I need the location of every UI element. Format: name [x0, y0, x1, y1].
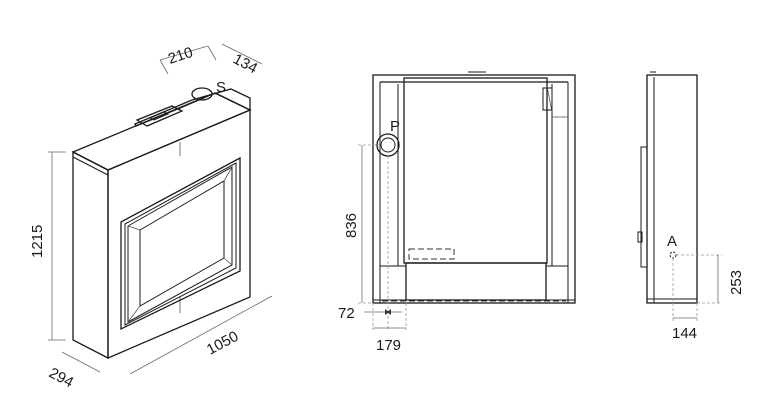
front-inner-panel — [403, 77, 548, 264]
front-view: P 836 72 179 — [338, 71, 576, 354]
dim-179-label: 179 — [376, 337, 401, 354]
dim-144-label: 144 — [672, 325, 697, 342]
dim-width-line — [129, 295, 273, 375]
dim-top-width-line — [159, 45, 209, 61]
iso-top-vent — [135, 105, 184, 127]
iso-top-face — [71, 92, 252, 171]
dim-top-depth-line — [221, 43, 263, 65]
dim-72-label: 72 — [338, 305, 355, 322]
front-hidden-duct — [408, 248, 455, 260]
dim-top-width-label: 210 — [166, 44, 195, 68]
dim-width-label: 1050 — [204, 328, 241, 359]
iso-left-side — [72, 150, 109, 360]
dim-depth-label: 294 — [46, 365, 76, 392]
dim-253-label: 253 — [728, 270, 745, 295]
dim-height-label: 1215 — [29, 225, 46, 258]
inlet-a-circle — [669, 251, 677, 259]
pipe-p-label: P — [390, 118, 400, 135]
side-view: A 253 144 — [637, 71, 745, 342]
iso-top-vent-slot — [148, 111, 170, 121]
front-outer-frame — [372, 74, 576, 304]
side-door-profile — [640, 146, 648, 268]
dim-836-label: 836 — [343, 213, 360, 238]
iso-firebox-outer — [120, 156, 241, 331]
front-base-box — [405, 262, 547, 301]
iso-firebox-glass — [139, 180, 225, 307]
isometric-view: S 1215 1050 294 210 134 — [29, 43, 273, 392]
iso-outlet-label: S — [216, 79, 226, 96]
inlet-a-label: A — [667, 233, 677, 250]
dim-depth-line — [61, 351, 101, 373]
dim-top-depth-label: 134 — [230, 51, 260, 78]
iso-top-block — [134, 88, 251, 127]
iso-outlet-circle — [191, 87, 213, 101]
